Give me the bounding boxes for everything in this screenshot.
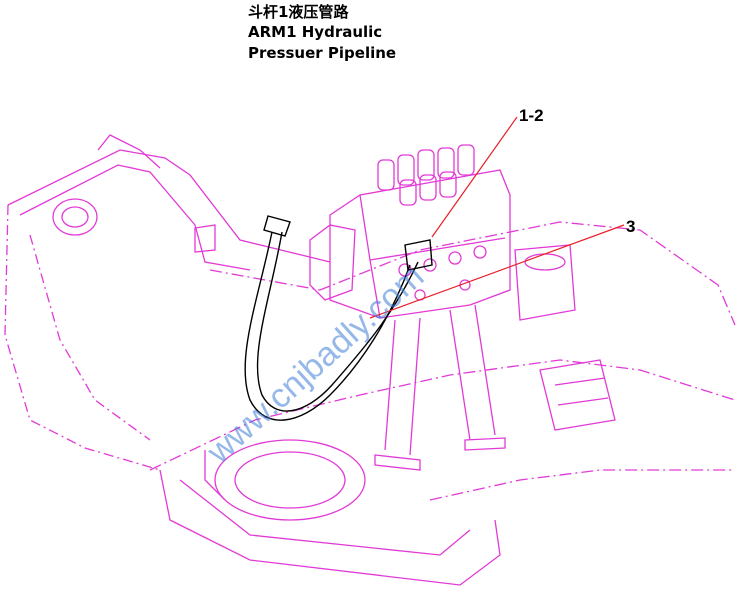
valve-solenoids [377, 144, 475, 206]
callout-3: 3 [626, 217, 635, 236]
right-block [514, 244, 576, 321]
rear-bracket [539, 359, 616, 431]
title-english-line1: ARM1 Hydraulic [248, 23, 383, 41]
hose-2 [256, 231, 419, 412]
callout-leaders [369, 116, 625, 319]
valve-block-seam [369, 237, 506, 261]
boom-inner-edge [19, 164, 251, 271]
right-block-cap [524, 253, 566, 271]
base-plate [159, 469, 501, 586]
deck-rear-edge [429, 469, 735, 501]
base-plate-inner [179, 479, 471, 556]
boom-pin-hole [52, 198, 98, 236]
swing-ring-bracket [204, 450, 226, 501]
callout-1-2: 1-2 [519, 106, 544, 125]
control-valve-block [329, 169, 511, 319]
leader-1-2 [431, 116, 518, 238]
swing-ring-outer [214, 439, 366, 521]
hydraulic-hoses [244, 215, 433, 421]
support-foot-left [374, 454, 421, 471]
lower-deck-edge [149, 359, 736, 471]
leader-3 [369, 224, 625, 319]
upper-deck-edge [209, 221, 736, 326]
hose-clamp-bracket [194, 224, 216, 253]
title-block: 斗杆1液压管路 ARM1 Hydraulic Pressuer Pipeline [248, 2, 396, 64]
hose-fitting-left [263, 215, 291, 237]
boom-inner-lower [29, 234, 151, 441]
machine-frame-outline [4, 134, 736, 586]
rear-bracket-ribs [554, 377, 609, 406]
boom-upper-edge [7, 149, 331, 263]
boom-lower-edge [4, 204, 161, 471]
title-english-line2: Pressuer Pipeline [248, 44, 397, 62]
hose-1 [244, 231, 411, 421]
relief-valve-housing [309, 224, 356, 301]
valve-support-legs [384, 304, 496, 456]
support-foot-right [464, 437, 506, 451]
boom-top-bracket [97, 134, 161, 169]
boom-pin-inner [61, 206, 89, 228]
swing-ring-inner [234, 451, 346, 509]
title-chinese: 斗杆1液压管路 [248, 3, 349, 21]
hose-fitting-valve [404, 239, 433, 271]
